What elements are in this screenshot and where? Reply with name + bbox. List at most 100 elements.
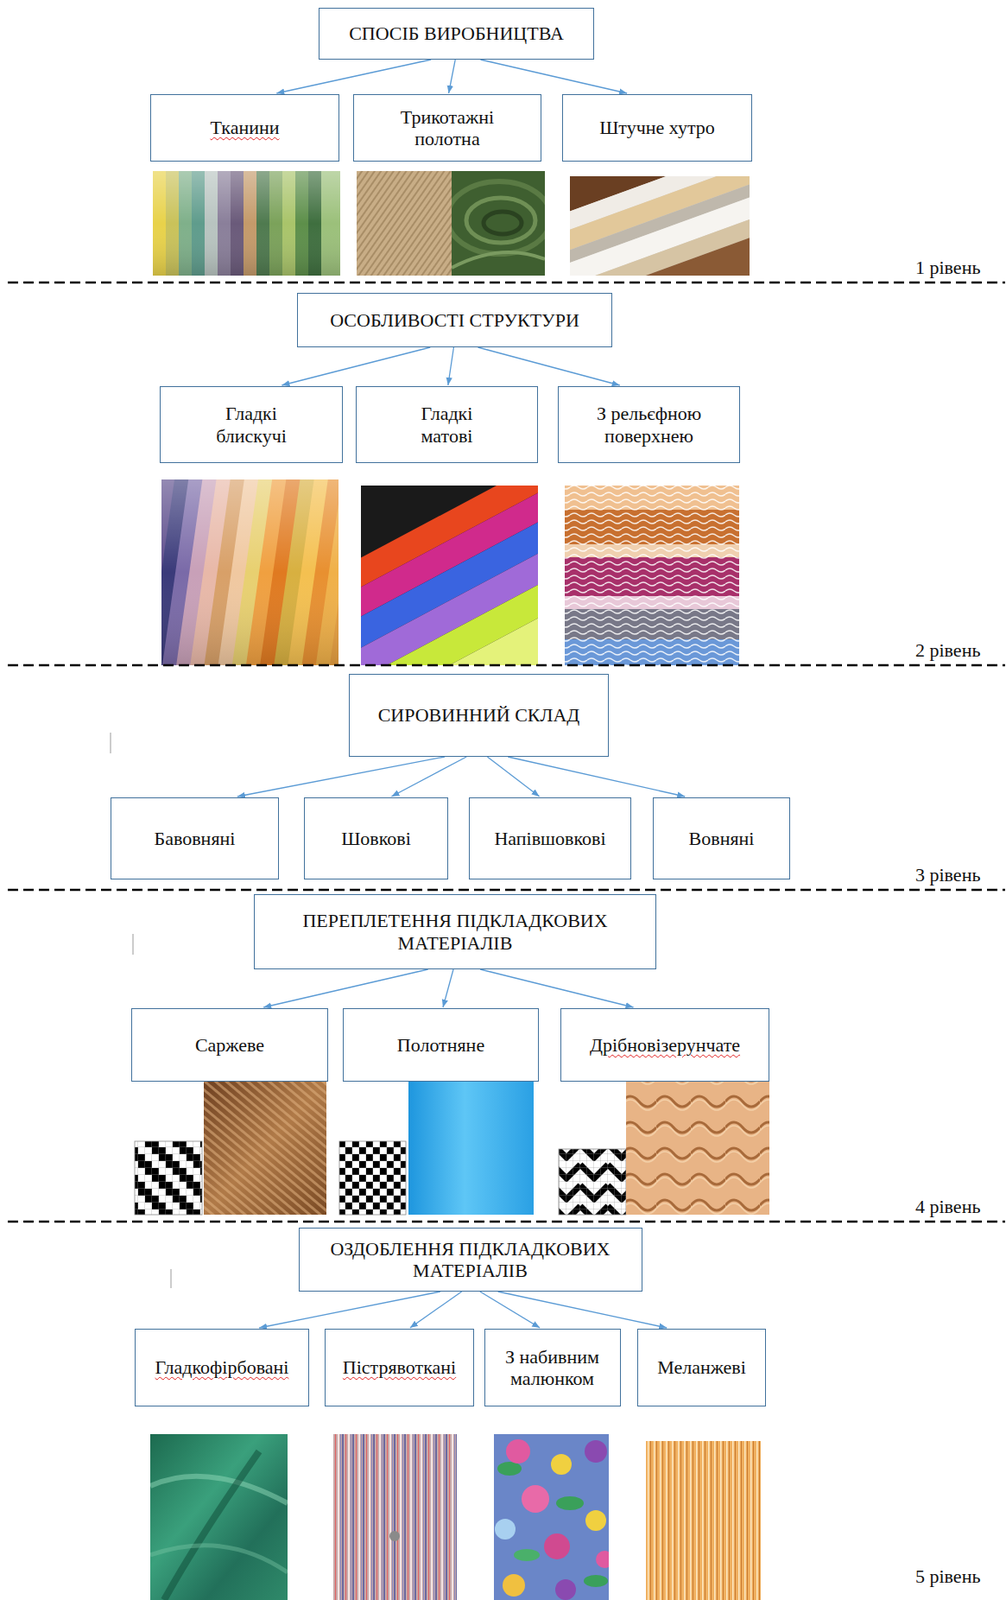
printed-fabric-photo: [506, 1438, 531, 1463]
twill-weave-scheme: [134, 1140, 203, 1215]
faux-fur-photo: [569, 215, 750, 276]
plain-dyed-fabric-photo: [150, 1544, 288, 1572]
matte-fabric-photo: [360, 560, 538, 665]
twill-fabric-photo: [203, 1079, 327, 1215]
printed-fabric-photo: [584, 1439, 608, 1462]
woven-fabric-photo: [152, 170, 341, 276]
woven-fabric-photo: [152, 170, 341, 276]
small-pattern-fabric-photo: [626, 1079, 770, 1215]
glossy-fabric-photo: [161, 479, 339, 665]
type-box: Полотняне: [342, 1007, 539, 1082]
type-name: Трикотажні полотна: [382, 106, 513, 151]
type-name: З набивним малюнком: [496, 1345, 609, 1390]
twill-fabric-photo: [203, 1079, 327, 1215]
branch-arrow: [487, 756, 539, 797]
type-name: Штучне хутро: [599, 116, 715, 139]
type-box: Шовкові: [303, 797, 449, 880]
type-box: Напівшовкові: [468, 797, 632, 880]
printed-fabric-photo: [493, 1433, 609, 1600]
type-name: З рельєфною поверхнею: [571, 402, 728, 447]
small-pattern-fabric-photo: [626, 1079, 770, 1215]
type-box: Штучне хутро: [562, 94, 753, 162]
type-name: Напівшовкові: [493, 827, 606, 849]
type-box: Меланжеві: [637, 1328, 766, 1406]
plain-fabric-photo: [408, 1079, 534, 1215]
type-name: Дрібновізерунчате: [589, 1033, 741, 1056]
type-box: Вовняні: [652, 797, 791, 880]
branch-arrow: [410, 1290, 462, 1328]
branch-arrow: [442, 968, 454, 1007]
type-name: Шовкові: [341, 827, 412, 849]
type-name: Гладкі матові: [395, 402, 500, 447]
yarn-dyed-fabric-photo: [389, 1530, 400, 1541]
category-box: ОСОБЛИВОСТІ СТРУКТУРИ: [297, 292, 613, 348]
twill-weave-scheme: [134, 1140, 203, 1215]
type-box: Трикотажні полотна: [353, 94, 542, 162]
type-box: Гладкофірбовані: [134, 1328, 310, 1406]
category-title: ПЕРЕПЛЕТЕННЯ ПІДКЛАДКОВИХ МАТЕРІАЛІВ: [273, 909, 637, 954]
type-box: З набивним малюнком: [484, 1328, 621, 1406]
plain-dyed-fabric-photo: [150, 1433, 288, 1600]
branch-arrow: [478, 347, 621, 386]
faux-fur-photo: [569, 176, 750, 276]
plain-weave-scheme: [339, 1140, 406, 1215]
printed-fabric-photo: [493, 1433, 609, 1600]
small-pattern-weave-scheme: [558, 1148, 627, 1215]
level-divider: [7, 664, 1006, 667]
level-divider: [7, 281, 1006, 285]
cursor-mark: [110, 732, 112, 753]
type-box: Саржеве: [131, 1007, 329, 1082]
twill-weave-scheme: [134, 1140, 203, 1215]
category-title: СПОСІБ ВИРОБНИЦТВА: [348, 22, 564, 45]
twill-weave-scheme: [134, 1140, 203, 1215]
printed-fabric-photo: [497, 1461, 522, 1475]
branch-arrow: [391, 756, 467, 797]
glossy-fabric-photo: [161, 479, 339, 665]
plain-fabric-photo: [408, 1079, 534, 1215]
branch-arrow: [480, 59, 627, 94]
level-divider: [7, 282, 1006, 1222]
type-name: Саржеве: [195, 1033, 265, 1056]
plain-weave-scheme: [339, 1140, 406, 1215]
category-box: ОЗДОБЛЕННЯ ПІДКЛАДКОВИХ МАТЕРІАЛІВ: [298, 1227, 643, 1291]
melange-fabric-photo: [645, 1440, 761, 1600]
small-pattern-weave-scheme: [558, 1148, 627, 1215]
printed-fabric-photo: [494, 1518, 516, 1539]
plain-dyed-fabric-photo: [164, 1450, 260, 1600]
level-label: 4 рівень: [915, 1195, 981, 1217]
branch-arrow: [449, 59, 456, 94]
printed-fabric-photo: [544, 1532, 570, 1559]
type-name: Полотняне: [397, 1033, 485, 1056]
type-box: Тканини: [150, 94, 340, 162]
level-label: 3 рівень: [915, 863, 981, 886]
type-name: Тканини: [209, 116, 279, 139]
type-box: Гладкі блискучі: [159, 385, 343, 463]
relief-fabric-photo: [564, 485, 740, 665]
yarn-dyed-fabric-photo: [333, 1433, 457, 1600]
twill-fabric-photo: [203, 1079, 327, 1215]
knit-fabric-photo: [451, 252, 545, 268]
printed-fabric-photo: [585, 1509, 607, 1531]
level-divider: [7, 888, 1006, 892]
relief-fabric-photo: [564, 485, 740, 665]
type-box: Гладкі матові: [355, 385, 538, 463]
category-title: ОЗДОБЛЕННЯ ПІДКЛАДКОВИХ МАТЕРІАЛІВ: [310, 1237, 631, 1282]
plain-weave-scheme: [339, 1140, 406, 1215]
matte-fabric-photo: [360, 485, 538, 665]
category-title: СИРОВИННИЙ СКЛАД: [378, 703, 581, 726]
cursor-mark: [170, 1268, 172, 1288]
glossy-fabric-photo: [161, 479, 339, 665]
type-name: Гладкофірбовані: [155, 1355, 290, 1378]
printed-fabric-photo: [595, 1550, 609, 1568]
knit-fabric-photo: [451, 170, 545, 276]
small-pattern-weave-scheme: [558, 1148, 627, 1215]
level-label: 5 рівень: [915, 1564, 981, 1587]
type-box: Бавовняні: [110, 797, 279, 880]
cursor-mark: [132, 933, 134, 955]
type-box: Дрібновізерунчате: [560, 1007, 770, 1082]
small-pattern-weave-scheme: [558, 1148, 627, 1215]
branch-arrow: [498, 1290, 668, 1328]
matte-fabric-photo: [360, 485, 538, 665]
yarn-dyed-fabric-photo: [333, 1433, 457, 1600]
